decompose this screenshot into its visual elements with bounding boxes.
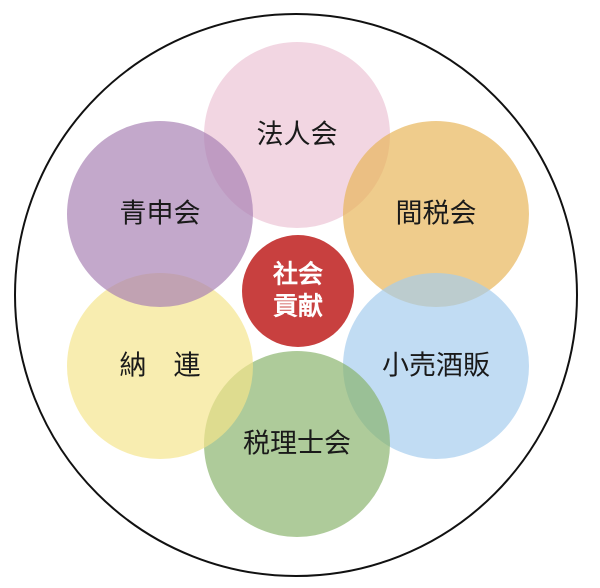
petal-circle-nouren — [67, 273, 253, 459]
petal-circle-kouri — [343, 273, 529, 459]
petal-zeirishikai: 税理士会 — [204, 351, 390, 537]
petal-nouren: 納 連 — [67, 273, 253, 459]
petal-label-hojinkai: 法人会 — [257, 120, 338, 151]
petal-label-kanzeikai: 間税会 — [396, 199, 477, 230]
center-circle — [242, 235, 354, 347]
outer-ring — [14, 13, 578, 577]
center-label-line1: 社会 — [273, 260, 323, 289]
center-social-contribution: 社会 貢献 — [242, 235, 354, 347]
petal-kanzeikai: 間税会 — [343, 121, 529, 307]
petal-circle-zeirishikai — [204, 351, 390, 537]
petal-label-kouri: 小売酒販 — [382, 351, 490, 382]
petal-seishinkai: 青申会 — [67, 121, 253, 307]
petal-circle-hojinkai — [204, 42, 390, 228]
petal-label-zeirishikai: 税理士会 — [243, 429, 351, 460]
petal-circle-seishinkai — [67, 121, 253, 307]
center-label-line2: 貢献 — [273, 292, 323, 321]
petal-hojinkai: 法人会 — [204, 42, 390, 228]
petal-label-nouren: 納 連 — [120, 351, 201, 382]
petal-label-seishinkai: 青申会 — [120, 199, 201, 230]
petal-kouri: 小売酒販 — [343, 273, 529, 459]
petal-circle-kanzeikai — [343, 121, 529, 307]
